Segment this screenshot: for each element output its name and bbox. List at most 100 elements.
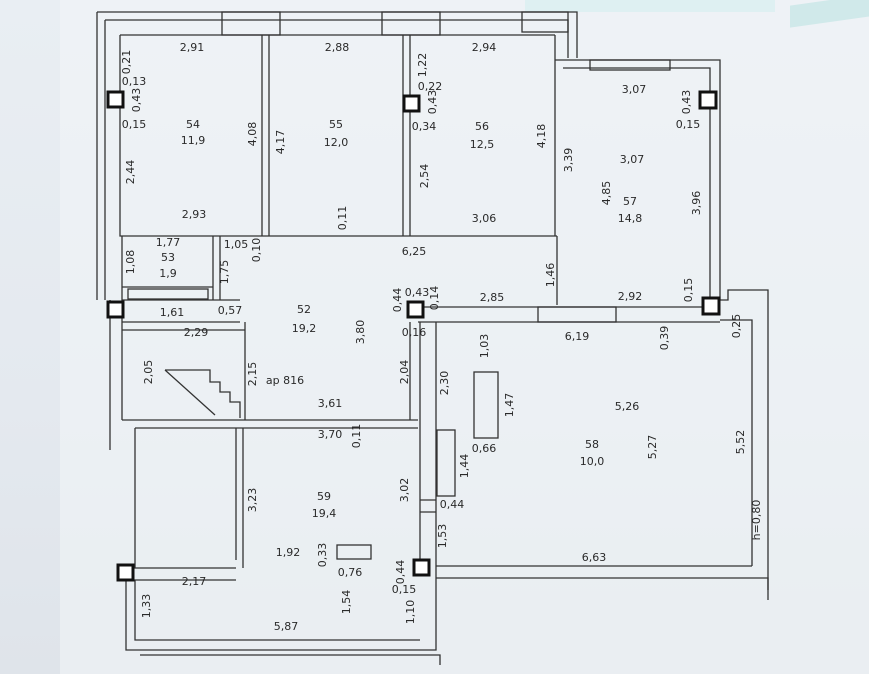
dimension: 4,85: [600, 181, 613, 206]
dimension: 3,39: [562, 148, 575, 173]
dimension: 0,11: [336, 206, 349, 231]
dimension: 3,07: [622, 83, 647, 96]
dimension: 0,22: [418, 80, 443, 93]
dimension: 4,08: [246, 122, 259, 147]
dimension: 1,53: [436, 524, 449, 549]
dimension: 0,34: [412, 120, 437, 133]
dimension: 0,44: [391, 288, 404, 313]
dimension: 3,02: [398, 478, 411, 503]
dimension: 1,08: [124, 250, 137, 275]
dimension: 0,43: [405, 286, 430, 299]
dimension: 0,15: [392, 583, 417, 596]
room-area: 12,0: [324, 136, 349, 149]
dimension: 1,05: [224, 238, 249, 251]
dimension: 2,05: [142, 360, 155, 385]
dimension: 1,54: [340, 590, 353, 615]
room-number: 59: [317, 490, 331, 503]
dimension: 3,06: [472, 212, 497, 225]
dimension: 0,44: [440, 498, 465, 511]
dimension: 2,44: [124, 160, 137, 185]
dimension: 0,15: [122, 118, 147, 131]
dimension: 1,03: [478, 334, 491, 359]
dimension: 2,17: [182, 575, 207, 588]
dimension: 3,23: [246, 488, 259, 513]
dimension: 1,10: [404, 600, 417, 625]
room-number: 58: [585, 438, 599, 451]
dimension: 0,43: [130, 88, 143, 113]
dimension: 2,94: [472, 41, 497, 54]
dimension: 6,63: [582, 551, 607, 564]
dimension: 4,17: [274, 130, 287, 155]
dimension: 1,61: [160, 306, 185, 319]
dimension: 5,27: [646, 435, 659, 460]
dimension: 0,66: [472, 442, 497, 455]
room-number: 56: [475, 120, 489, 133]
dimension: 0,43: [426, 90, 439, 115]
dimension: 0,21: [120, 50, 133, 75]
room-labels: 54 11,9 55 12,0 56 12,5 57 14,8 53 1,9 5…: [159, 118, 763, 540]
dimension: 2,29: [184, 326, 209, 339]
dimension: 2,30: [438, 371, 451, 396]
dimension-labels: 2,91 2,88 2,94 0,21 0,13 0,43 0,15 1,22 …: [120, 41, 747, 633]
stair-label: ap 816: [266, 374, 304, 387]
dimension: 3,07: [620, 153, 645, 166]
dimension: 1,44: [458, 454, 471, 479]
dimension: 0,39: [658, 326, 671, 351]
dimension: 2,54: [418, 164, 431, 189]
dimension: 5,26: [615, 400, 640, 413]
paper-sheet: [60, 0, 869, 674]
dimension: 1,75: [218, 260, 231, 285]
room-area: 10,0: [580, 455, 605, 468]
walls: [96, 11, 769, 665]
dimension: 0,57: [218, 304, 243, 317]
dimension: 3,80: [354, 320, 367, 345]
dimension: 2,91: [180, 41, 205, 54]
room-area: 12,5: [470, 138, 495, 151]
dimension: 0,15: [676, 118, 701, 131]
room-area: 1,9: [159, 267, 177, 280]
dimension: 0,25: [730, 314, 743, 339]
dimension: 0,16: [402, 326, 427, 339]
dimension: 3,61: [318, 397, 343, 410]
room-area: 19,4: [312, 507, 337, 520]
room-number: 52: [297, 303, 311, 316]
dimension: 0,76: [338, 566, 363, 579]
dimension: 2,88: [325, 41, 350, 54]
dimension: 3,96: [690, 191, 703, 216]
dimension: 4,18: [535, 124, 548, 149]
room-area: 11,9: [181, 134, 206, 147]
dimension: 5,52: [734, 430, 747, 455]
room-number: 53: [161, 251, 175, 264]
dimension: 1,47: [503, 393, 516, 418]
dimension: 2,85: [480, 291, 505, 304]
room-area: 14,8: [618, 212, 643, 225]
dimension: 6,19: [565, 330, 590, 343]
dimension: 0,43: [680, 90, 693, 115]
dimension: 1,92: [276, 546, 301, 559]
room-number: 57: [623, 195, 637, 208]
dimension: 2,04: [398, 360, 411, 385]
dimension: 6,25: [402, 245, 427, 258]
room-number: 54: [186, 118, 200, 131]
dimension: 0,33: [316, 543, 329, 568]
room-number: 55: [329, 118, 343, 131]
dimension: 0,10: [250, 238, 263, 263]
dimension: 0,14: [428, 286, 441, 311]
dimension: 0,44: [394, 560, 407, 585]
dimension: 5,87: [274, 620, 299, 633]
dimension: 2,15: [246, 362, 259, 387]
dimension: 0,11: [350, 424, 363, 449]
dimension: 0,15: [682, 278, 695, 303]
columns: [106, 90, 721, 582]
dimension: 0,13: [122, 75, 147, 88]
height-label: h=0,80: [750, 500, 763, 541]
dimension: 1,46: [544, 263, 557, 288]
dimension: 2,92: [618, 290, 643, 303]
room-area: 19,2: [292, 322, 317, 335]
dimension: 1,22: [416, 53, 429, 78]
dimension: 3,70: [318, 428, 343, 441]
dimension: 2,93: [182, 208, 207, 221]
dimension: 1,77: [156, 236, 181, 249]
dimension: 1,33: [140, 594, 153, 619]
